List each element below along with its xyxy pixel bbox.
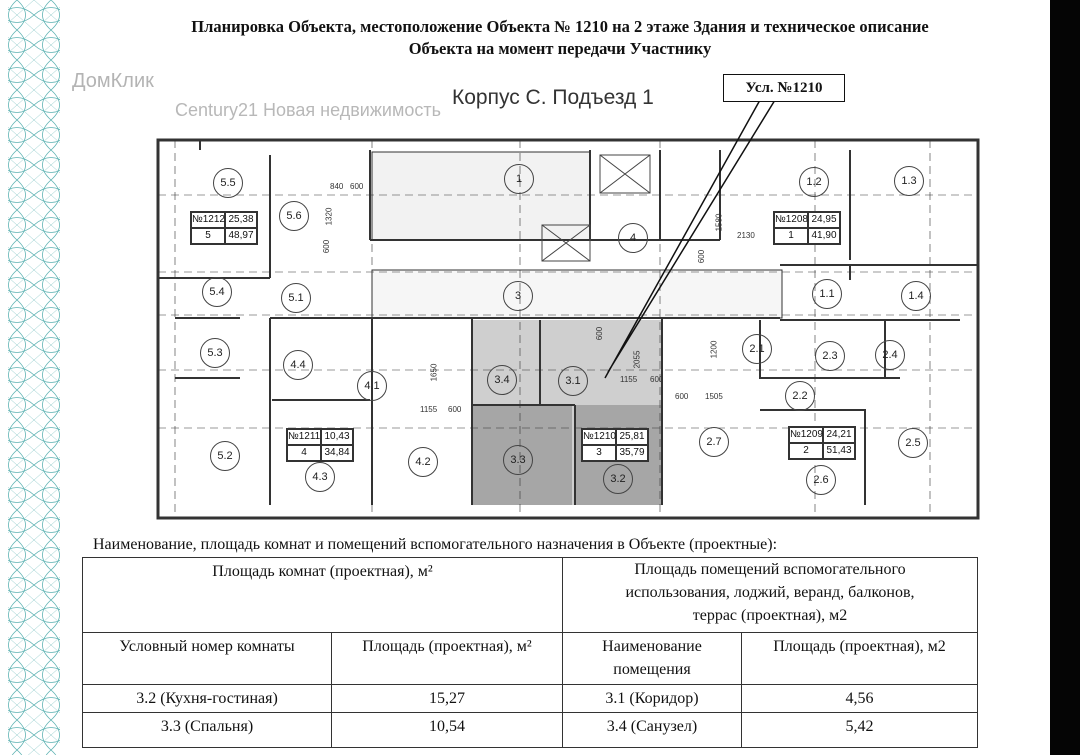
dimension-label: 1580 xyxy=(714,213,724,232)
dimension-label: 2130 xyxy=(737,231,755,240)
dimension-label: 600 xyxy=(595,326,605,341)
dimension-label: 1505 xyxy=(705,392,723,401)
apartment-rooms: 1 xyxy=(774,228,808,244)
apartment-total: 35,79 xyxy=(616,445,648,461)
dimension-label: 1155 xyxy=(420,405,438,414)
room-label: 2.3 xyxy=(815,341,845,371)
rooms-table: Площадь комнат (проектная), м² Площадь п… xyxy=(82,557,978,748)
apartment-number: №1212 xyxy=(191,212,225,228)
table-caption: Наименование, площадь комнат и помещений… xyxy=(93,536,778,553)
cell: 3.1 (Коридор) xyxy=(562,684,742,713)
dimension-label: 840 xyxy=(330,182,344,191)
apartment-number: №1208 xyxy=(774,212,808,228)
dimension-label: 1320 xyxy=(324,207,334,226)
dimension-label: 1155 xyxy=(620,375,638,384)
watermark: Century21 Новая недвижимость xyxy=(175,100,441,120)
dimension-label: 600 xyxy=(675,392,689,401)
apartment-rooms: 2 xyxy=(789,443,823,459)
screen-edge xyxy=(1050,0,1080,755)
col-header-room-area: Площадь (проектная), м² xyxy=(331,632,563,685)
room-label: 3.3 xyxy=(503,445,533,475)
apartment-number: №1210 xyxy=(582,429,616,445)
document-title: Планировка Объекта, местоположение Объек… xyxy=(80,16,1040,60)
room-label: 2.6 xyxy=(806,465,836,495)
room-label: 4 xyxy=(618,223,648,253)
room-label: 4.4 xyxy=(283,350,313,380)
room-label: 2.7 xyxy=(699,427,729,457)
room-label: 5.6 xyxy=(279,201,309,231)
apartment-living: 25,81 xyxy=(616,429,648,445)
cell: 3.2 (Кухня-гостиная) xyxy=(82,684,332,713)
room-label: 4.3 xyxy=(305,462,335,492)
cell: 5,42 xyxy=(741,712,978,748)
apartment-number: №1209 xyxy=(789,427,823,443)
apartment-rooms: 3 xyxy=(582,445,616,461)
cell: 4,56 xyxy=(741,684,978,713)
col-header-aux-area: Площадь (проектная), м2 xyxy=(741,632,978,685)
col-header-room-number: Условный номер комнаты xyxy=(82,632,332,685)
room-label: 5.4 xyxy=(202,277,232,307)
dimension-label: 2055 xyxy=(632,350,642,369)
title-line-1: Планировка Объекта, местоположение Объек… xyxy=(191,17,929,36)
room-label: 3 xyxy=(503,281,533,311)
apartment-total: 34,84 xyxy=(321,445,353,461)
dimension-label: 1650 xyxy=(429,363,439,382)
room-label: 2.2 xyxy=(785,381,815,411)
apartment-total: 48,97 xyxy=(225,228,257,244)
title-line-2: Объекта на момент передачи Участнику xyxy=(408,39,712,58)
apartment-rooms: 4 xyxy=(287,445,321,461)
table-row: 3.3 (Спальня) 10,54 3.4 (Санузел) 5,42 xyxy=(82,712,978,748)
apartment-living: 10,43 xyxy=(321,429,353,445)
guilloche-border xyxy=(8,0,60,755)
room-label: 1.2 xyxy=(799,167,829,197)
dimension-label: 600 xyxy=(697,249,707,264)
cell: 10,54 xyxy=(331,712,563,748)
cell: 3.3 (Спальня) xyxy=(82,712,332,748)
room-label: 5.2 xyxy=(210,441,240,471)
room-label: 3.1 xyxy=(558,366,588,396)
domclick-watermark: ДомКлик xyxy=(72,70,154,92)
unit-callout: Усл. №1210 xyxy=(723,74,845,102)
apartment-living: 25,38 xyxy=(225,212,257,228)
room-label: 2.1 xyxy=(742,334,772,364)
room-label: 1 xyxy=(504,164,534,194)
dimension-label: 600 xyxy=(448,405,462,414)
room-label: 3.2 xyxy=(603,464,633,494)
apartment-rooms: 5 xyxy=(191,228,225,244)
room-label: 4.1 xyxy=(357,371,387,401)
group-header-aux: Площадь помещений вспомогательного испол… xyxy=(562,557,978,633)
room-label: 3.4 xyxy=(487,365,517,395)
room-label: 1.3 xyxy=(894,166,924,196)
table-row: 3.2 (Кухня-гостиная) 15,27 3.1 (Коридор)… xyxy=(82,684,978,713)
cell: 3.4 (Санузел) xyxy=(562,712,742,748)
room-label: 5.3 xyxy=(200,338,230,368)
apartment-total: 41,90 xyxy=(808,228,840,244)
room-label: 1.1 xyxy=(812,279,842,309)
cell: 15,27 xyxy=(331,684,563,713)
col-header-aux-name: Наименование помещения xyxy=(562,632,742,685)
apartment-living: 24,95 xyxy=(808,212,840,228)
room-label: 2.4 xyxy=(875,340,905,370)
room-label: 2.5 xyxy=(898,428,928,458)
dimension-label: 600 xyxy=(350,182,364,191)
dimension-label: 1200 xyxy=(709,340,719,359)
room-label: 4.2 xyxy=(408,447,438,477)
apartment-living: 24,21 xyxy=(823,427,855,443)
dimension-label: 600 xyxy=(322,239,332,254)
dimension-label: 600 xyxy=(650,375,664,384)
apartment-number: №1211 xyxy=(287,429,321,445)
room-label: 5.1 xyxy=(281,283,311,313)
apartment-total: 51,43 xyxy=(823,443,855,459)
group-header-rooms: Площадь комнат (проектная), м² xyxy=(82,557,563,633)
building-label: Корпус С. Подъезд 1 xyxy=(452,86,654,109)
room-label: 5.5 xyxy=(213,168,243,198)
room-label: 1.4 xyxy=(901,281,931,311)
